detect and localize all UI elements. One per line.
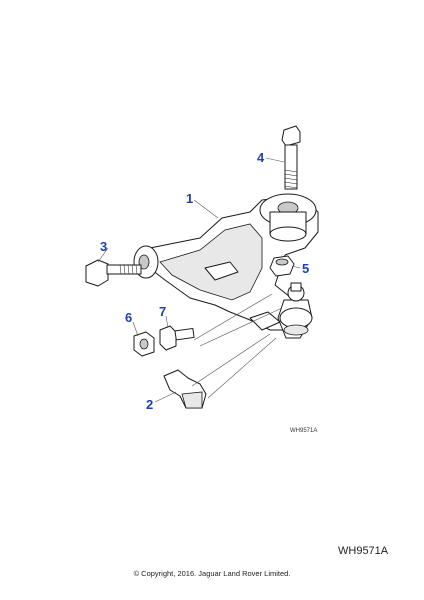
diagram-code-small: WH9571A: [290, 428, 318, 434]
part-4-bolt[interactable]: [281, 125, 301, 190]
diagram-code: WH9571A: [338, 545, 389, 557]
callout-2: 2: [146, 397, 153, 412]
part-6-nut[interactable]: [133, 331, 155, 357]
part-2-clip[interactable]: [163, 369, 207, 409]
callout-6: 6: [125, 310, 132, 325]
callout-4: 4: [257, 150, 265, 165]
part-5-nut[interactable]: [269, 255, 295, 277]
part-7-bolt[interactable]: [159, 325, 195, 351]
callout-3: 3: [100, 239, 107, 254]
part-3-bolt[interactable]: [85, 259, 142, 287]
part-1-control-arm[interactable]: [133, 193, 319, 339]
leader-lines: [97, 157, 301, 403]
callout-5: 5: [302, 261, 309, 276]
copyright-notice: © Copyright, 2016. Jaguar Land Rover Lim…: [133, 569, 291, 578]
callout-1: 1: [186, 191, 193, 206]
callout-7: 7: [159, 304, 166, 319]
